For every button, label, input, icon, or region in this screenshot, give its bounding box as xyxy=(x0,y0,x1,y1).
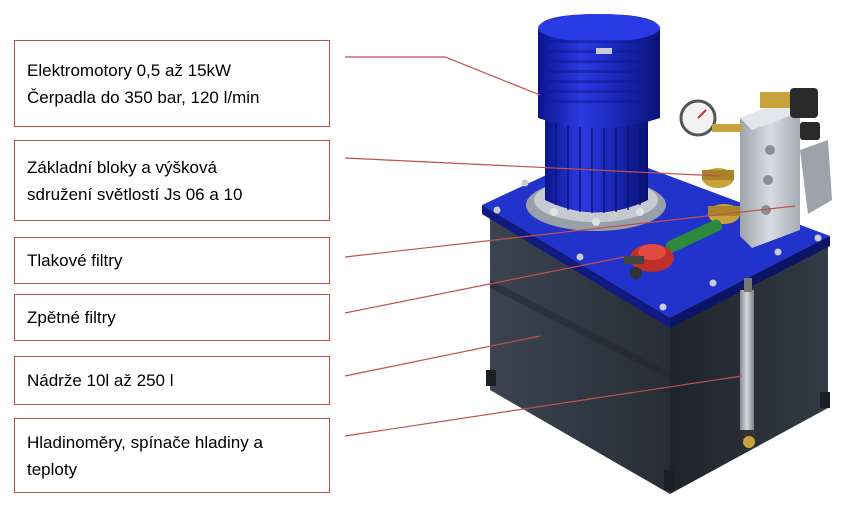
leader-line-elektromotory xyxy=(345,56,541,96)
label-line: Základní bloky a výšková xyxy=(27,157,217,177)
level-gauge xyxy=(740,278,756,448)
label-line: Tlakové filtry xyxy=(27,251,123,270)
label-box-tlakove-filtry: Tlakové filtry xyxy=(14,237,330,284)
label-line: Elektromotory 0,5 až 15kW xyxy=(27,60,232,80)
label-line: Hladinoměry, spínače hladiny a xyxy=(27,432,263,452)
label-box-zpetne-filtry: Zpětné filtry xyxy=(14,294,330,341)
label-box-elektromotory: Elektromotory 0,5 až 15kW Čerpadla do 35… xyxy=(14,40,330,127)
label-box-bloky: Základní bloky a výšková sdružení světlo… xyxy=(14,140,330,221)
label-box-nadrze: Nádrže 10l až 250 l xyxy=(14,356,330,405)
leader-line-nadrze xyxy=(344,335,541,377)
label-line: Zpětné filtry xyxy=(27,308,116,327)
label-line: teploty xyxy=(27,459,78,479)
return-filter xyxy=(624,244,674,279)
leader-line-hladinomery xyxy=(344,375,743,437)
label-box-hladinomery: Hladinoměry, spínače hladiny a teploty xyxy=(14,418,330,493)
leader-line-zpetne xyxy=(344,256,625,314)
label-line: Čerpadla do 350 bar, 120 l/min xyxy=(27,87,260,107)
leader-lines xyxy=(344,56,796,437)
leader-line-bloky xyxy=(344,157,721,177)
label-line: Nádrže 10l až 250 l xyxy=(27,371,174,390)
motor xyxy=(526,14,666,231)
leader-line-tlakove xyxy=(344,205,796,258)
label-line: sdružení světlostí Js 06 a 10 xyxy=(27,184,243,204)
